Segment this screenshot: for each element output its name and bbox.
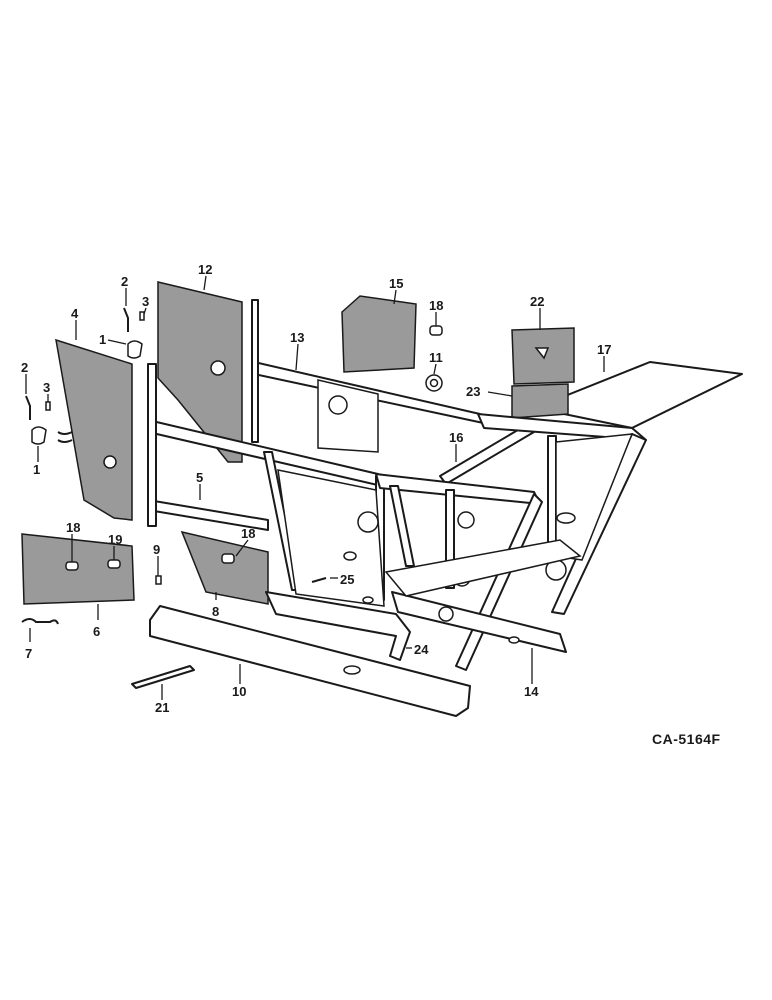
callout-21: 21	[155, 700, 169, 715]
part-25-pin	[311, 577, 327, 583]
callout-18-low: 18	[66, 520, 80, 535]
drawing-reference: CA-5164F	[652, 731, 721, 747]
inner-panel-mid-hole	[357, 511, 379, 533]
part-19-grommet	[107, 559, 121, 569]
callout-25: 25	[340, 572, 354, 587]
frame-right-slot	[556, 512, 576, 524]
callout-17: 17	[597, 342, 611, 357]
part-1-bracket-upper	[127, 340, 143, 359]
part-21-strap	[131, 665, 195, 689]
callout-3-upper: 3	[142, 294, 149, 309]
part-8-panel	[180, 530, 269, 605]
part-1-bracket-lower	[31, 426, 47, 445]
callout-7: 7	[25, 646, 32, 661]
part-10-channel	[149, 605, 471, 717]
frame-right-upright	[547, 435, 557, 545]
callout-12: 12	[198, 262, 212, 277]
callout-5: 5	[196, 470, 203, 485]
part-15-plate	[341, 295, 417, 373]
part-2-pin-upper	[123, 307, 129, 332]
callout-4: 4	[71, 306, 79, 321]
part-12-hole	[210, 360, 226, 376]
callout-10: 10	[232, 684, 246, 699]
callout-2-lower: 2	[21, 360, 28, 375]
part-12-panel	[157, 281, 243, 463]
callout-9: 9	[153, 542, 160, 557]
inner-panel-mid-slot-a	[343, 551, 357, 561]
callout-15: 15	[389, 276, 403, 291]
part-14-hole	[438, 606, 454, 622]
part-11-ring-inner	[429, 378, 439, 388]
frame-front-hole	[457, 511, 475, 529]
frame-floor	[384, 539, 582, 597]
callout-24: 24	[414, 642, 429, 657]
part-23-plate	[511, 383, 569, 419]
callout-13: 13	[290, 330, 304, 345]
callout-1-upper: 1	[99, 332, 106, 347]
part-18-grommet-low	[65, 561, 79, 571]
part-7-link	[21, 618, 59, 625]
part-17-plate	[534, 361, 743, 429]
part-14-channel	[391, 591, 567, 653]
frame-right-panel	[555, 433, 634, 561]
callout-1-lower: 1	[33, 462, 40, 477]
bracket-hinge	[57, 431, 73, 443]
callout-18-mid: 18	[241, 526, 255, 541]
part-24-channel	[265, 591, 411, 661]
callout-8: 8	[212, 604, 219, 619]
part-4-hole	[103, 455, 117, 469]
callout-14: 14	[524, 684, 539, 699]
leader-lines	[25, 275, 605, 700]
frame-post-left-b	[251, 299, 259, 443]
inner-panel-upper-hole	[328, 395, 348, 415]
part-3-washer-upper	[139, 311, 145, 321]
callout-19: 19	[108, 532, 122, 547]
inner-panel-mid-slot-b	[362, 596, 374, 604]
callout-18-top: 18	[429, 298, 443, 313]
callout-22: 22	[530, 294, 544, 309]
callout-3-lower: 3	[43, 380, 50, 395]
part-18-grommet-top	[429, 325, 443, 336]
frame-post-left-a	[147, 363, 157, 527]
frame-brace	[389, 485, 415, 567]
callout-6: 6	[93, 624, 100, 639]
callout-11: 11	[429, 350, 443, 365]
part-4-panel	[55, 338, 133, 521]
part-3-washer-lower	[45, 401, 51, 411]
part-14-slot	[508, 636, 520, 644]
callout-23: 23	[466, 384, 480, 399]
callout-16: 16	[449, 430, 463, 445]
inner-panel-mid	[277, 469, 385, 607]
part-10-slot	[343, 665, 361, 675]
part-22-hole	[534, 347, 550, 360]
part-18-grommet-mid	[221, 553, 235, 564]
part-2-pin-lower	[25, 395, 31, 420]
part-9-bolt	[155, 575, 162, 585]
callout-2-upper: 2	[121, 274, 128, 289]
